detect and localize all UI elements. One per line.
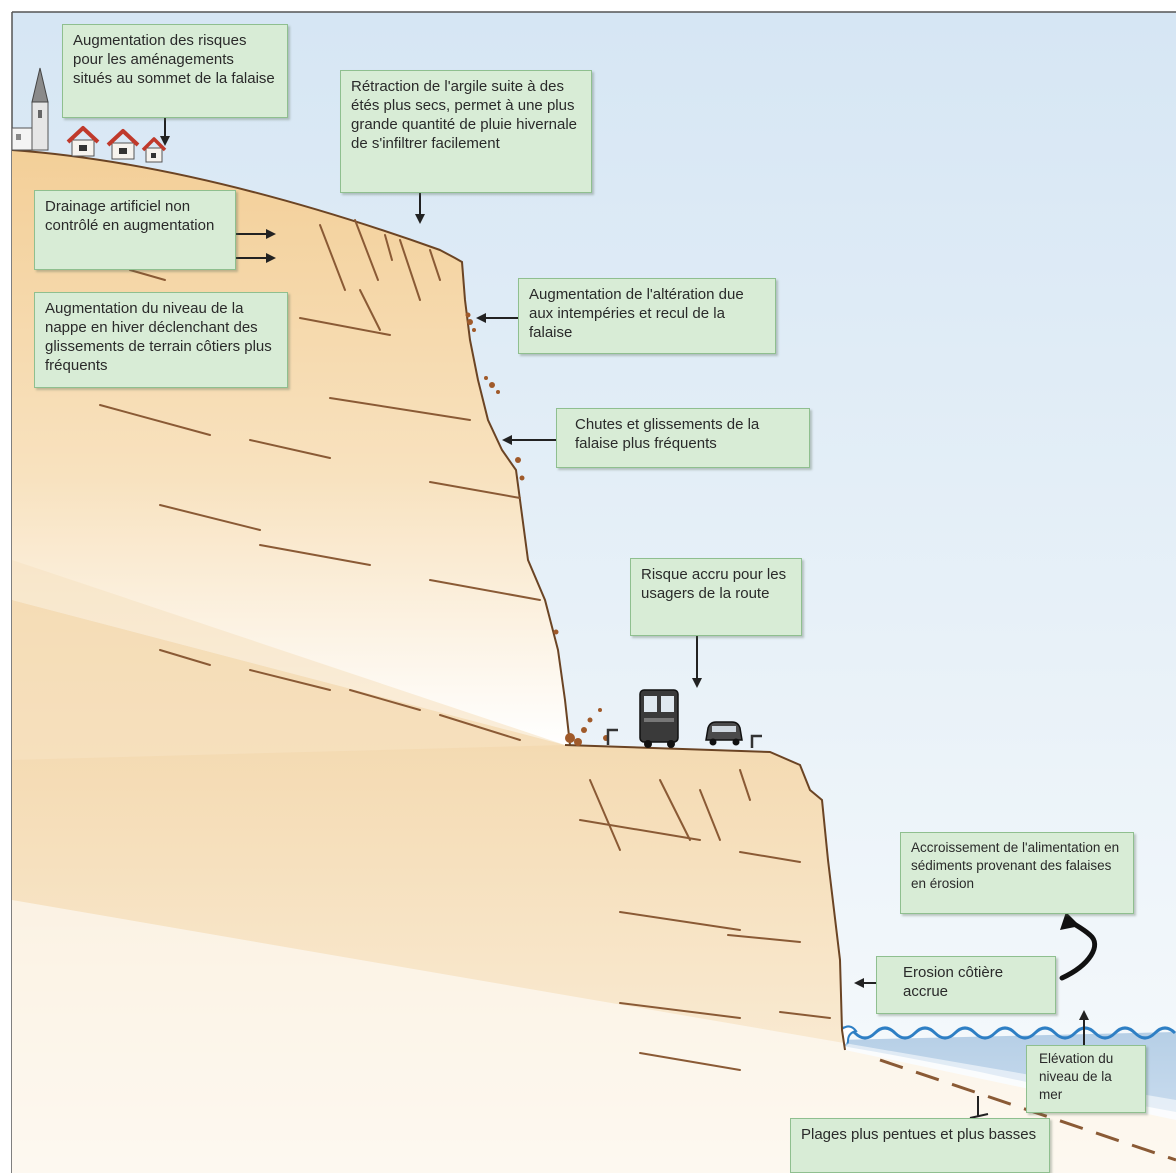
callout-weathering-text: Augmentation de l'altération due aux int… bbox=[529, 286, 744, 341]
callout-falls: Chutes et glissements de la falaise plus… bbox=[556, 408, 810, 468]
callout-road-text: Risque accru pour les usagers de la rout… bbox=[641, 566, 787, 602]
church-icon bbox=[11, 67, 49, 151]
strata-lines bbox=[99, 219, 831, 1071]
callout-falls-text: Chutes et glissements de la falaise plus… bbox=[575, 416, 760, 452]
callout-weathering: Augmentation de l'altération due aux int… bbox=[518, 278, 776, 354]
sea-waves bbox=[833, 1026, 1176, 1040]
road-barrier-right bbox=[750, 734, 762, 748]
lower-cliff-face bbox=[564, 744, 846, 1051]
house-icon-1 bbox=[66, 126, 100, 157]
callout-sea-level-text: Elévation du niveau de la mer bbox=[1039, 1051, 1114, 1102]
cliff-lower-fill bbox=[12, 560, 565, 760]
house-icon-2 bbox=[106, 129, 140, 160]
callout-erosion-text: Erosion côtière accrue bbox=[903, 964, 1004, 1000]
callout-erosion: Erosion côtière accrue bbox=[876, 956, 1056, 1014]
callout-arrows bbox=[160, 118, 1089, 1119]
callout-beaches: Plages plus pentues et plus basses bbox=[790, 1118, 1050, 1173]
callout-sediments: Accroissement de l'alimentation en sédim… bbox=[900, 832, 1134, 914]
callout-clay: Rétraction de l'argile suite à des étés … bbox=[340, 70, 592, 193]
upper-cliff-face bbox=[11, 149, 571, 746]
callout-drainage: Drainage artificiel non contrôlé en augm… bbox=[34, 190, 236, 270]
callout-road: Risque accru pour les usagers de la rout… bbox=[630, 558, 802, 636]
callout-top-risk-text: Augmentation des risques pour les aménag… bbox=[73, 32, 275, 87]
road-barrier-left bbox=[606, 728, 618, 745]
callout-top-risk: Augmentation des risques pour les aménag… bbox=[62, 24, 288, 118]
car-icon bbox=[705, 721, 743, 746]
house-icon-3 bbox=[141, 137, 167, 163]
callout-water-table: Augmentation du niveau de la nappe en hi… bbox=[34, 292, 288, 388]
callout-water-table-text: Augmentation du niveau de la nappe en hi… bbox=[45, 300, 272, 374]
callout-sea-level: Elévation du niveau de la mer bbox=[1026, 1045, 1146, 1113]
ground-fade bbox=[12, 900, 1176, 1173]
callout-drainage-text: Drainage artificiel non contrôlé en augm… bbox=[45, 198, 215, 234]
callout-sediments-text: Accroissement de l'alimentation en sédim… bbox=[911, 840, 1120, 891]
callout-clay-text: Rétraction de l'argile suite à des étés … bbox=[351, 78, 578, 152]
callout-beaches-text: Plages plus pentues et plus basses bbox=[801, 1126, 1037, 1143]
sediment-arrow-head bbox=[1060, 912, 1080, 930]
bus-icon bbox=[639, 689, 679, 748]
fallen-rocks bbox=[465, 312, 609, 746]
